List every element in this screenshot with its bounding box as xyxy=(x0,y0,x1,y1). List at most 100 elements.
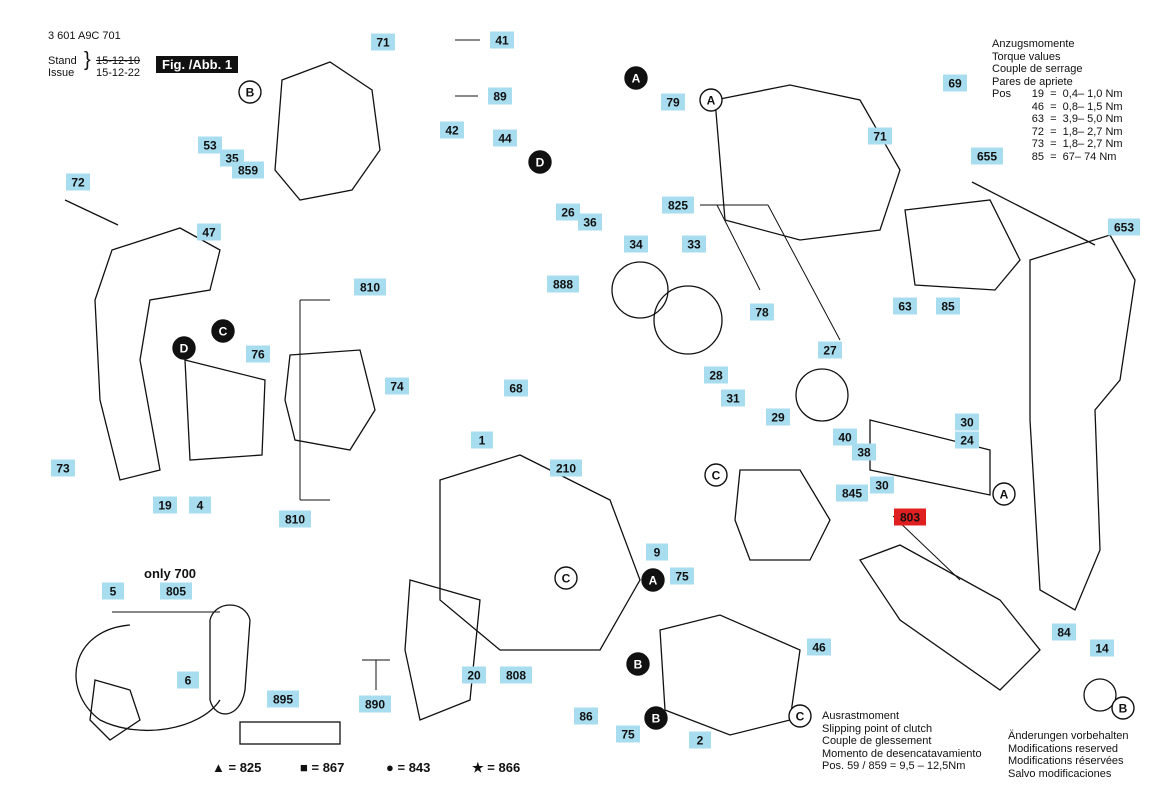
part-label-text: 805 xyxy=(166,585,186,599)
torque-pos: 19 xyxy=(1031,88,1044,100)
part-label-text: 42 xyxy=(445,124,459,138)
part-label: 34 xyxy=(624,235,648,253)
torque-pos: 72 xyxy=(1031,125,1044,138)
aux-handle-outline xyxy=(1029,234,1136,611)
changes-line: Modifications reserved xyxy=(1008,742,1119,755)
part-label: 2 xyxy=(689,731,711,749)
part-label: 210 xyxy=(550,459,582,477)
part-label-box xyxy=(490,31,514,49)
part-label-text: 14 xyxy=(1095,642,1109,656)
part-label: 33 xyxy=(682,235,706,253)
clutch-line: Momento de desencatavamiento xyxy=(822,747,982,760)
legend-value: 843 xyxy=(408,760,431,775)
part-label-box xyxy=(870,476,894,494)
torque-row: 72 = 1,8– 2,7 Nm xyxy=(992,126,1123,139)
legend-square: ■ = 867 xyxy=(300,760,345,775)
part-label-box xyxy=(197,223,221,241)
part-label-box xyxy=(1052,623,1076,641)
part-label-box xyxy=(704,366,728,384)
part-label-text: 71 xyxy=(376,36,390,50)
ref-marker-letter: D xyxy=(536,156,545,170)
part-label-text: 210 xyxy=(556,462,576,476)
part-label: 30 xyxy=(955,413,979,431)
bearing-27-outline xyxy=(795,368,849,422)
part-label: 42 xyxy=(440,121,464,139)
part-label: 803 xyxy=(894,508,926,526)
armature-outline xyxy=(859,544,1041,691)
changes-line: Salvo modificaciones xyxy=(1008,767,1112,780)
ref-marker-letter: C xyxy=(712,469,721,483)
part-label-text: 53 xyxy=(203,139,217,153)
doc-number: 3 601 A9C 701 xyxy=(48,30,121,42)
part-label-box xyxy=(500,666,532,684)
ref-marker-letter: B xyxy=(652,712,661,726)
torque-eq: = xyxy=(1044,100,1063,113)
motor-housing-rear-outline xyxy=(274,61,381,201)
part-label: 28 xyxy=(704,366,728,384)
part-label-box xyxy=(894,508,926,526)
part-label-box xyxy=(102,582,124,600)
part-label-box xyxy=(721,389,745,407)
screw-72-outline xyxy=(64,199,119,226)
depth-rod-outline xyxy=(971,181,1096,246)
part-label-box xyxy=(371,33,395,51)
part-label-box xyxy=(462,666,486,684)
ref-marker: C xyxy=(704,463,728,487)
part-label-text: 36 xyxy=(583,216,597,230)
ref-marker: D xyxy=(528,150,552,174)
part-label: 1 xyxy=(471,431,493,449)
part-label: 76 xyxy=(246,345,270,363)
part-label: 20 xyxy=(462,666,486,684)
part-label-box xyxy=(833,428,857,446)
part-label-text: 72 xyxy=(71,176,85,190)
part-label: 26 xyxy=(556,203,580,221)
part-label: 24 xyxy=(955,431,979,449)
part-label: 75 xyxy=(616,725,640,743)
part-label-text: 5 xyxy=(110,585,117,599)
part-label-box xyxy=(1090,639,1114,657)
field-outline xyxy=(659,614,801,736)
part-label: 38 xyxy=(852,443,876,461)
torque-eq: = xyxy=(1044,113,1063,125)
part-label-text: 859 xyxy=(238,164,258,178)
ref-marker: B xyxy=(626,652,650,676)
part-label: 808 xyxy=(500,666,532,684)
handle-outline xyxy=(94,227,221,481)
part-label-text: 19 xyxy=(158,499,172,513)
legend-value: 866 xyxy=(498,760,521,775)
part-label: 653 xyxy=(1108,218,1140,236)
bearing-14-outline xyxy=(1083,678,1117,712)
part-label: 53 xyxy=(198,136,222,154)
torque-title-de: Anzugsmomente xyxy=(992,38,1075,50)
part-label-text: 653 xyxy=(1114,221,1134,235)
part-label: 68 xyxy=(504,379,528,397)
part-label-text: 29 xyxy=(771,411,785,425)
part-label: 30 xyxy=(870,476,894,494)
part-label-box xyxy=(971,147,1003,165)
part-label: 27 xyxy=(818,341,842,359)
ref-marker-letter: A xyxy=(1000,488,1009,502)
part-label-text: 74 xyxy=(390,380,404,394)
gear-34-outline xyxy=(611,261,669,319)
part-label-box xyxy=(189,496,211,514)
part-label-box xyxy=(177,671,199,689)
part-label-text: 30 xyxy=(960,416,974,430)
part-label-box xyxy=(936,297,960,315)
part-label-text: 825 xyxy=(668,199,688,213)
part-label-box xyxy=(160,582,192,600)
part-label-text: 24 xyxy=(960,434,974,448)
switch-outline xyxy=(184,359,266,461)
part-label-text: 27 xyxy=(823,344,837,358)
grip-outline xyxy=(404,579,481,721)
part-label-text: 46 xyxy=(812,641,826,655)
part-outlines xyxy=(64,61,1136,745)
part-label-box xyxy=(66,173,90,191)
part-label-box xyxy=(868,127,892,145)
part-label-box xyxy=(852,443,876,461)
clutch-line: Slipping point of clutch xyxy=(822,722,933,735)
part-label: 9 xyxy=(646,543,668,561)
plug-outline xyxy=(89,679,141,741)
torque-eq: = xyxy=(1044,138,1063,150)
